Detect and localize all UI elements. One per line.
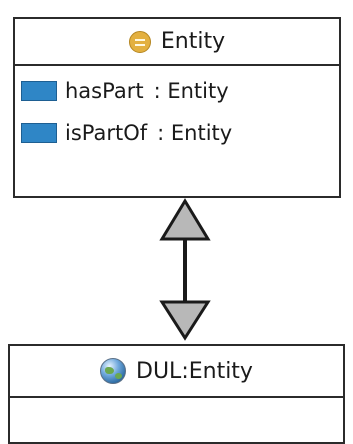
object-property-icon — [21, 123, 57, 143]
dul-entity-class-header: DUL:Entity — [10, 346, 343, 398]
entity-class-box[interactable]: Entity hasPart : Entity isPartOf : Entit… — [13, 17, 341, 198]
class-icon — [128, 30, 151, 53]
dul-entity-class-box[interactable]: DUL:Entity — [8, 344, 345, 444]
attribute-name: isPartOf — [65, 121, 148, 145]
entity-class-header: Entity — [15, 19, 339, 66]
attribute-row-haspart: hasPart : Entity — [15, 70, 339, 112]
attribute-type: : Entity — [157, 121, 233, 145]
globe-icon — [100, 358, 127, 384]
entity-attribute-list: hasPart : Entity isPartOf : Entity — [15, 66, 339, 154]
object-property-icon — [21, 81, 57, 101]
entity-class-name: Entity — [160, 29, 226, 54]
bidirectional-relation-arrow — [159, 198, 211, 341]
attribute-type: : Entity — [153, 79, 229, 103]
attribute-name: hasPart — [65, 79, 144, 103]
bottom-arrowhead — [159, 300, 211, 341]
attribute-row-ispartof: isPartOf : Entity — [15, 112, 339, 154]
top-arrowhead — [159, 198, 211, 241]
dul-entity-class-name: DUL:Entity — [136, 358, 253, 384]
